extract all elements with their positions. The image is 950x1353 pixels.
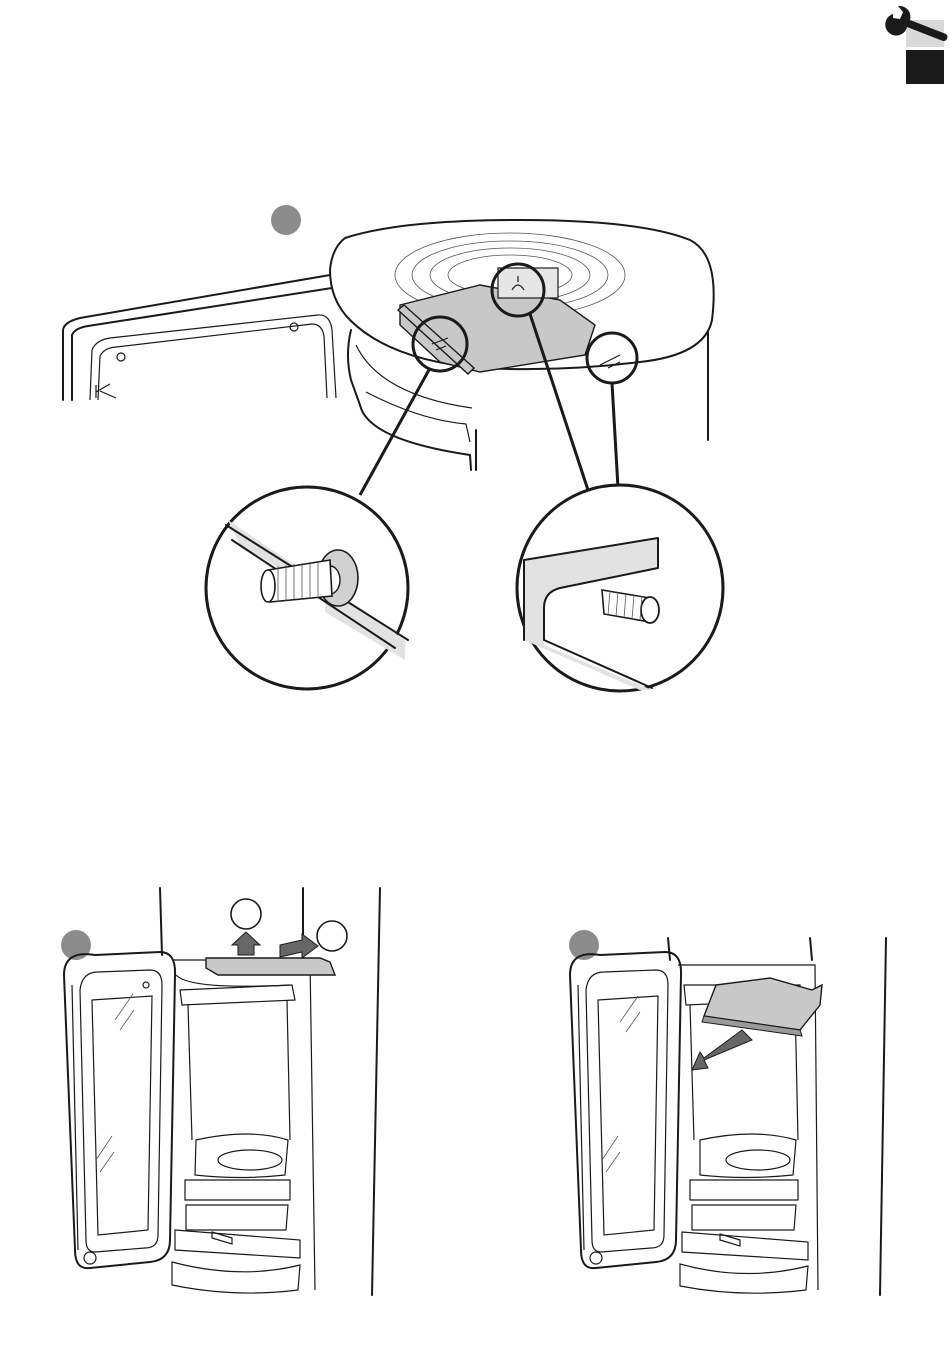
heat-shield-plate-removed: [692, 978, 822, 1070]
open-door-right: [570, 952, 681, 1268]
